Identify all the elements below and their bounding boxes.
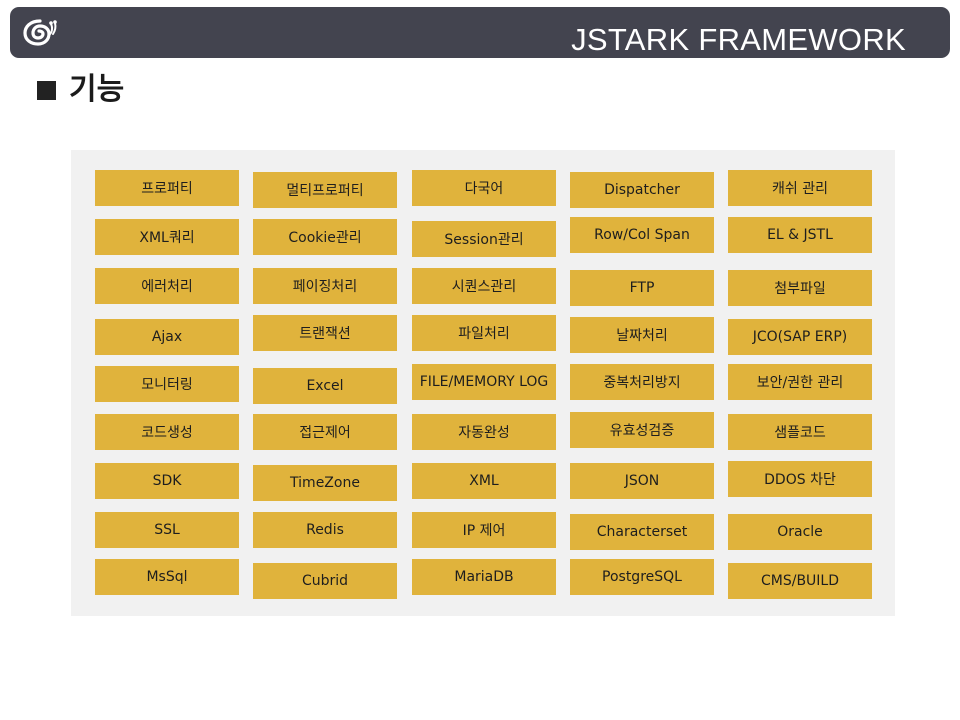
feature-cell: MariaDB — [412, 559, 556, 595]
feature-cell: FTP — [570, 270, 714, 306]
feature-cell: Characterset — [570, 514, 714, 550]
feature-cell: TimeZone — [253, 465, 397, 501]
header-bar: JSTARK FRAMEWORK — [10, 7, 950, 58]
feature-cell: 첨부파일 — [728, 270, 872, 306]
feature-cell: XML쿼리 — [95, 219, 239, 255]
header-title: JSTARK FRAMEWORK — [571, 22, 906, 57]
feature-cell: XML — [412, 463, 556, 499]
feature-cell: Cubrid — [253, 563, 397, 599]
feature-cell: 날짜처리 — [570, 317, 714, 353]
feature-cell: JSON — [570, 463, 714, 499]
feature-cell: 보안/권한 관리 — [728, 364, 872, 400]
feature-cell: 모니터링 — [95, 366, 239, 402]
feature-cell: 파일처리 — [412, 315, 556, 351]
feature-cell: 멀티프로퍼티 — [253, 172, 397, 208]
square-bullet-icon — [37, 80, 56, 100]
feature-cell: 프로퍼티 — [95, 170, 239, 206]
feature-cell: Dispatcher — [570, 172, 714, 208]
feature-cell: JCO(SAP ERP) — [728, 319, 872, 355]
feature-cell: EL & JSTL — [728, 217, 872, 253]
feature-cell: Oracle — [728, 514, 872, 550]
feature-cell: 에러처리 — [95, 268, 239, 304]
feature-cell: 자동완성 — [412, 414, 556, 450]
feature-cell: 중복처리방지 — [570, 364, 714, 400]
section-heading: 기능 — [37, 70, 124, 110]
feature-cell: FILE/MEMORY LOG — [412, 364, 556, 400]
feature-cell: Excel — [253, 368, 397, 404]
feature-cell: Cookie관리 — [253, 219, 397, 255]
feature-cell: 유효성검증 — [570, 412, 714, 448]
feature-cell: IP 제어 — [412, 512, 556, 548]
feature-cell: 코드생성 — [95, 414, 239, 450]
feature-grid-panel: 프로퍼티 멀티프로퍼티 다국어 Dispatcher 캐쉬 관리 XML쿼리 Cookie관… — [71, 150, 895, 616]
feature-cell: Ajax — [95, 319, 239, 355]
feature-cell: SDK — [95, 463, 239, 499]
feature-cell: 샘플코드 — [728, 414, 872, 450]
feature-cell: SSL — [95, 512, 239, 548]
section-title: 기능 — [69, 72, 125, 107]
snail-logo-icon — [23, 19, 57, 46]
feature-cell: DDOS 차단 — [728, 461, 872, 497]
feature-cell: Row/Col Span — [570, 217, 714, 253]
feature-cell: 캐쉬 관리 — [728, 170, 872, 206]
feature-cell: Session관리 — [412, 221, 556, 257]
feature-cell: Redis — [253, 512, 397, 548]
feature-cell: 트랜잭션 — [253, 315, 397, 351]
feature-cell: 페이징처리 — [253, 268, 397, 304]
feature-cell: MsSql — [95, 559, 239, 595]
feature-cell: 접근제어 — [253, 414, 397, 450]
feature-cell: 다국어 — [412, 170, 556, 206]
feature-cell: 시퀀스관리 — [412, 268, 556, 304]
feature-cell: PostgreSQL — [570, 559, 714, 595]
feature-cell: CMS/BUILD — [728, 563, 872, 599]
